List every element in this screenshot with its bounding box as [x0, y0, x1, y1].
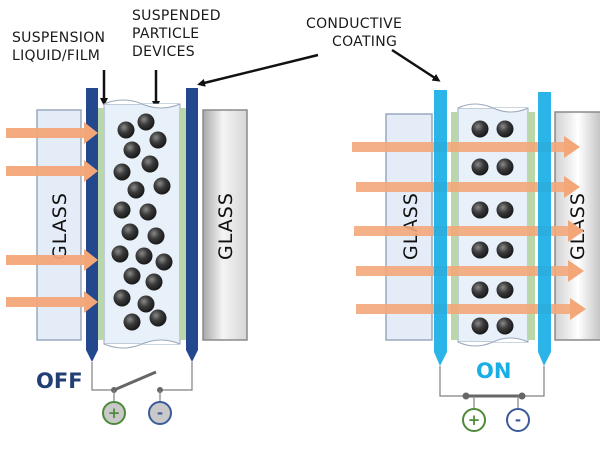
on-switch-contact [462, 392, 470, 400]
on-cell-top-edge [457, 103, 529, 113]
particle [496, 201, 514, 219]
on-plus-terminal: + [462, 408, 486, 432]
on-light-arrow [354, 220, 584, 242]
off-device: GLASS GLASS [6, 88, 248, 425]
on-switch-contact [518, 392, 526, 400]
label-particles-line2: PARTICLE [132, 26, 199, 42]
label-suspension-line2: LIQUID/FILM [12, 48, 100, 64]
particle [113, 201, 131, 219]
particle [471, 281, 489, 299]
on-right-glass-label: GLASS [567, 192, 589, 260]
particle [471, 201, 489, 219]
particle [137, 295, 155, 313]
particle [123, 267, 141, 285]
off-light-arrow [6, 291, 98, 313]
off-left-glass-label: GLASS [49, 192, 71, 260]
on-minus-sign: - [515, 411, 521, 429]
particle [496, 281, 514, 299]
off-left-film [98, 108, 104, 340]
particle [135, 247, 153, 265]
particle [155, 253, 173, 271]
particle [123, 141, 141, 159]
on-minus-terminal: - [506, 408, 530, 432]
particle [496, 158, 514, 176]
on-light-arrow [356, 260, 584, 282]
label-particles-line3: DEVICES [132, 44, 195, 60]
particle [137, 113, 155, 131]
particle [113, 163, 131, 181]
particle [149, 309, 167, 327]
particle [113, 289, 131, 307]
particle [153, 177, 171, 195]
particle [147, 227, 165, 245]
off-plus-terminal: + [102, 401, 126, 425]
label-suspended-particle-devices: SUSPENDED PARTICLE DEVICES [132, 8, 221, 60]
off-particles [111, 113, 173, 331]
particle [496, 120, 514, 138]
off-plus-sign: + [108, 404, 121, 422]
particle [127, 181, 145, 199]
off-right-film [180, 108, 186, 340]
label-coating-line2: COATING [332, 34, 397, 50]
particle [123, 313, 141, 331]
on-plus-sign: + [468, 411, 481, 429]
on-cell-bottom-edge [457, 337, 529, 347]
label-suspension-liquid-film: SUSPENSION LIQUID/FILM [12, 30, 105, 64]
label-coating-line1: CONDUCTIVE [306, 16, 402, 32]
particle [121, 223, 139, 241]
off-circuit [91, 362, 193, 402]
particle [471, 317, 489, 335]
on-right-conductive-coating [538, 92, 551, 366]
on-light-arrow [356, 298, 586, 320]
particle [139, 203, 157, 221]
particle [471, 241, 489, 259]
particle [496, 317, 514, 335]
off-light-arrow [6, 249, 98, 271]
off-left-conductive-coating [86, 88, 98, 362]
on-circuit [439, 366, 545, 408]
off-light-arrow [6, 160, 98, 182]
particle [141, 155, 159, 173]
particle [145, 273, 163, 291]
label-suspension-line1: SUSPENSION [12, 30, 105, 46]
off-minus-sign: - [157, 404, 163, 422]
particle [471, 120, 489, 138]
off-switch-lever[interactable] [113, 370, 157, 392]
label-particles-line1: SUSPENDED [132, 8, 221, 24]
label-conductive-coating: CONDUCTIVE COATING [306, 16, 402, 50]
on-light-arrows [352, 136, 586, 320]
on-state-label: ON [476, 359, 511, 383]
on-particles [471, 120, 514, 335]
on-light-arrow [352, 136, 580, 158]
off-minus-terminal: - [148, 401, 172, 425]
off-light-arrows [6, 122, 98, 313]
on-device: GLASS GLASS [352, 90, 600, 432]
off-light-arrow [6, 122, 98, 144]
particle [496, 241, 514, 259]
particle [149, 131, 167, 149]
off-right-glass [202, 109, 248, 341]
off-cell-top-edge [103, 99, 181, 109]
off-state-label: OFF [36, 369, 83, 393]
off-right-glass-label: GLASS [215, 192, 237, 260]
on-light-arrow [356, 176, 580, 198]
pointer-arrow-coating-right [391, 48, 441, 82]
particle [471, 158, 489, 176]
off-cell-bottom-edge [103, 339, 181, 349]
particle [117, 121, 135, 139]
pointer-arrow-coating-left [197, 53, 319, 87]
particle [111, 245, 129, 263]
off-right-conductive-coating [186, 88, 198, 362]
on-left-conductive-coating [434, 90, 447, 366]
